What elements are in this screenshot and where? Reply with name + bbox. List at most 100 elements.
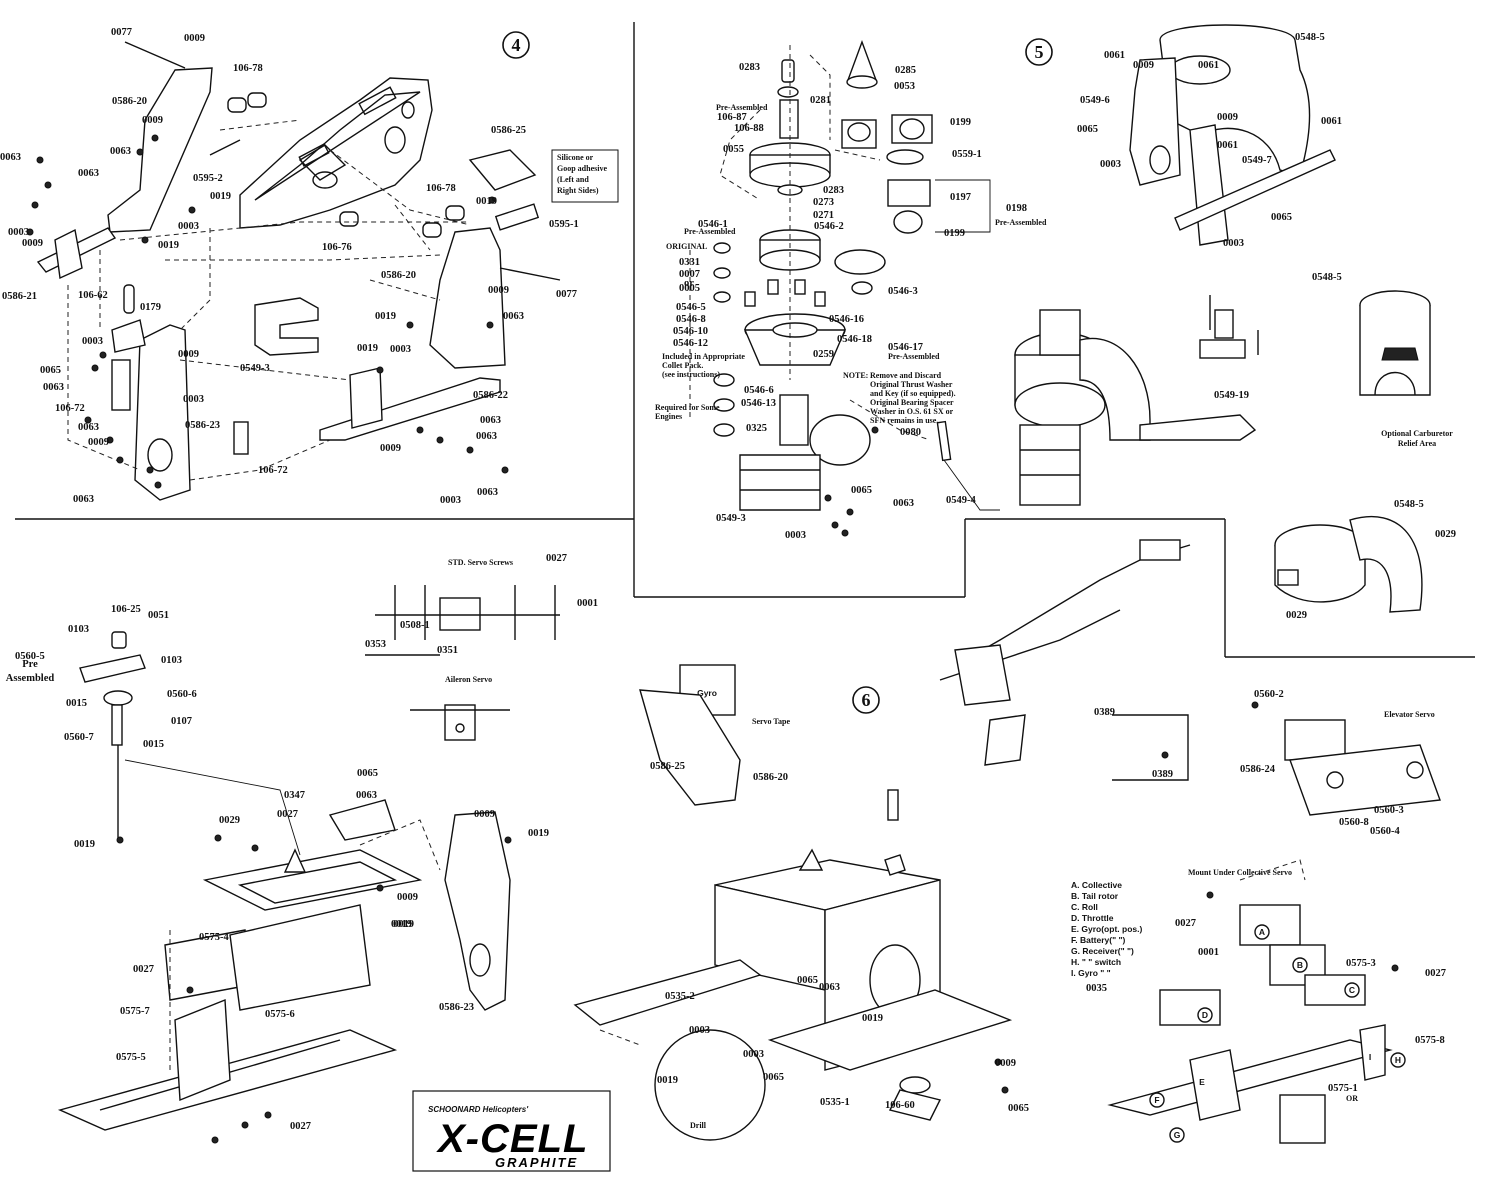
- part-number-label: 0271: [813, 210, 834, 221]
- part-number-label: 106-62: [78, 290, 108, 301]
- part-number-label: 0019: [375, 311, 396, 322]
- pre-note: Pre: [22, 659, 38, 670]
- part-number-label: 0546-2: [814, 221, 844, 232]
- part-number-label: 0283: [739, 62, 760, 73]
- part-number-label: 0065: [40, 365, 61, 376]
- part-number-label: 0065: [797, 975, 818, 986]
- part-number-label: 0005: [679, 283, 700, 294]
- part-number-label: 0009: [178, 349, 199, 360]
- part-number-label: 0003: [82, 336, 103, 347]
- part-number-label: 0560-4: [1370, 826, 1400, 837]
- part-number-label: 0077: [111, 27, 132, 38]
- part-number-label: 0595-1: [549, 219, 579, 230]
- part-number-label: 0055: [723, 144, 744, 155]
- part-number-label: 0019: [357, 343, 378, 354]
- part-number-label: 0003: [689, 1025, 710, 1036]
- marker-d: D: [1202, 1010, 1208, 1020]
- part-number-label: 0063: [78, 422, 99, 433]
- radio-legend: A. Collective B. Tail rotor C. Roll D. T…: [1071, 880, 1142, 978]
- part-number-label: 0548-5: [1295, 32, 1325, 43]
- part-number-label: 0353: [365, 639, 386, 650]
- collet-note: Included in Appropriate: [662, 352, 745, 361]
- part-number-label: 0586-23: [439, 1002, 474, 1013]
- part-number-label: 0546-16: [829, 314, 864, 325]
- part-number-label: 0065: [851, 485, 872, 496]
- part-number-label: 0586-25: [491, 125, 526, 136]
- part-number-label: 0575-7: [120, 1006, 150, 1017]
- part-number-label: 0546-5: [676, 302, 706, 313]
- part-number-label: 106-87: [717, 112, 747, 123]
- original-note: ORIGINAL: [666, 242, 707, 251]
- part-number-label: 0546-8: [676, 314, 706, 325]
- part-number-label: 0029: [1286, 610, 1307, 621]
- part-number-label: 0575-4: [199, 932, 229, 943]
- part-number-label: 0019: [393, 919, 414, 930]
- part-number-label: 0575-3: [1346, 958, 1376, 969]
- part-number-label: 0027: [1175, 918, 1196, 929]
- part-number-label: 0063: [819, 982, 840, 993]
- part-number-label: 0063: [73, 494, 94, 505]
- part-number-label: 0029: [219, 815, 240, 826]
- part-number-label: 0003: [390, 344, 411, 355]
- part-number-label: 0560-7: [64, 732, 94, 743]
- part-number-label: 0259: [813, 349, 834, 360]
- part-number-label: 0009: [995, 1058, 1016, 1069]
- part-number-label: 0003: [178, 221, 199, 232]
- part-number-label: 106-88: [734, 123, 764, 134]
- part-number-label: 0549-6: [1080, 95, 1110, 106]
- product-name: X-CELL: [436, 1117, 588, 1161]
- part-number-label: 0549-3: [240, 363, 270, 374]
- part-number-label: 0575-5: [116, 1052, 146, 1063]
- part-number-label: 106-78: [233, 63, 263, 74]
- part-number-label: 0053: [894, 81, 915, 92]
- part-number-label: 0575-6: [265, 1009, 295, 1020]
- part-number-label: 0027: [546, 553, 567, 564]
- part-number-label: 0027: [277, 809, 298, 820]
- part-number-label: or: [684, 278, 694, 289]
- note-body: Original Bearing Spacer: [870, 398, 954, 407]
- part-number-label: 0029: [1435, 529, 1456, 540]
- part-number-label: 0003: [743, 1049, 764, 1060]
- pre-assembled-note: Pre-Assembled: [888, 352, 940, 361]
- part-number-label: 0063: [110, 146, 131, 157]
- part-number-label: 0009: [22, 238, 43, 249]
- note-body: Washer in O.S. 61 SX or: [870, 407, 954, 416]
- part-number-label: 0285: [895, 65, 916, 76]
- adhesive-note-line: (Left and: [557, 175, 589, 184]
- part-number-label: 0273: [813, 197, 834, 208]
- part-number-label: 0559-1: [952, 149, 982, 160]
- part-number-label: 0061: [1217, 140, 1238, 151]
- aileron-servo-note: Aileron Servo: [445, 675, 492, 684]
- section-dividers: [15, 22, 1475, 781]
- required-note: Required for Some: [655, 403, 720, 412]
- note-body: Remove and Discard: [870, 371, 942, 380]
- part-number-label: 0103: [68, 624, 89, 635]
- part-number-label: 0009: [1217, 112, 1238, 123]
- required-note: Engines: [655, 412, 682, 421]
- legend-item: C. Roll: [1071, 902, 1098, 912]
- part-number-label: 0063: [78, 168, 99, 179]
- side-plate: [429, 227, 506, 369]
- legend-item: H. " " switch: [1071, 957, 1121, 967]
- part-number-label: 0331: [679, 257, 700, 268]
- part-number-label: 0003: [183, 394, 204, 405]
- mount-under-note: Mount Under Collective Servo: [1188, 868, 1292, 877]
- part-number-label: 0077: [556, 289, 577, 300]
- section-number: 6: [862, 690, 871, 710]
- part-number-label: 0003: [1100, 159, 1121, 170]
- assembled-note: Assembled: [6, 673, 55, 684]
- part-number-label: 0015: [143, 739, 164, 750]
- part-number-label: 0027: [133, 964, 154, 975]
- part-number-label: 0508-1: [400, 620, 430, 631]
- legend-item: D. Throttle: [1071, 913, 1114, 923]
- part-number-label: 0009: [1133, 60, 1154, 71]
- note-body: SFN remains in use.: [870, 416, 938, 425]
- part-number-label: 0019: [210, 191, 231, 202]
- section-4-drawing: [26, 41, 561, 501]
- part-number-label: 0009: [380, 443, 401, 454]
- section-badge-6: 6: [852, 686, 880, 714]
- part-number-label: 0063: [0, 152, 21, 163]
- part-number-label: 0001: [1198, 947, 1219, 958]
